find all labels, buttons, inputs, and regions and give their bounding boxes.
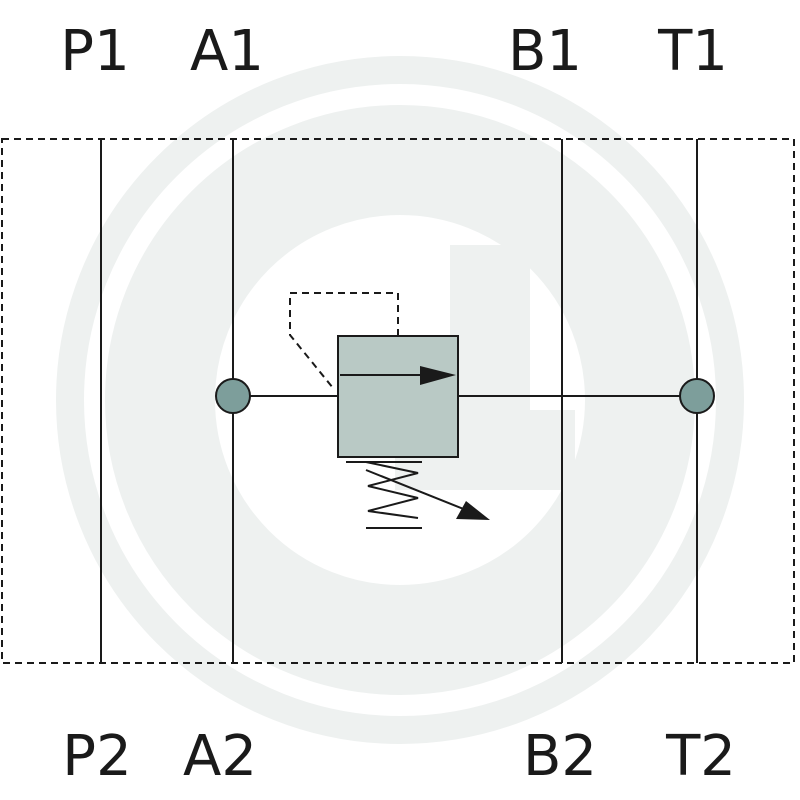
port-labels-top: P1 A1 B1 T1: [60, 19, 728, 84]
housing-border: [1, 138, 795, 664]
port-label-t1: T1: [657, 19, 728, 84]
port-label-b1: B1: [508, 19, 582, 84]
pilot-line: [289, 292, 399, 389]
port-label-p1: P1: [60, 19, 129, 84]
port-label-b2: B2: [523, 724, 597, 789]
port-label-a1: A1: [190, 19, 264, 84]
port-label-p2: P2: [62, 724, 131, 789]
port-label-a2: A2: [183, 724, 257, 789]
pressure-relief-valve-icon: [337, 335, 459, 458]
junction-a-dot-icon: [215, 378, 251, 414]
junction-t-dot-icon: [679, 378, 715, 414]
port-label-t2: T2: [665, 724, 736, 789]
adjustable-spring-icon: [346, 461, 490, 529]
port-labels-bottom: P2 A2 B2 T2: [62, 724, 736, 789]
junction-dots: [215, 378, 715, 414]
g-logo-watermark-icon: [56, 56, 744, 744]
